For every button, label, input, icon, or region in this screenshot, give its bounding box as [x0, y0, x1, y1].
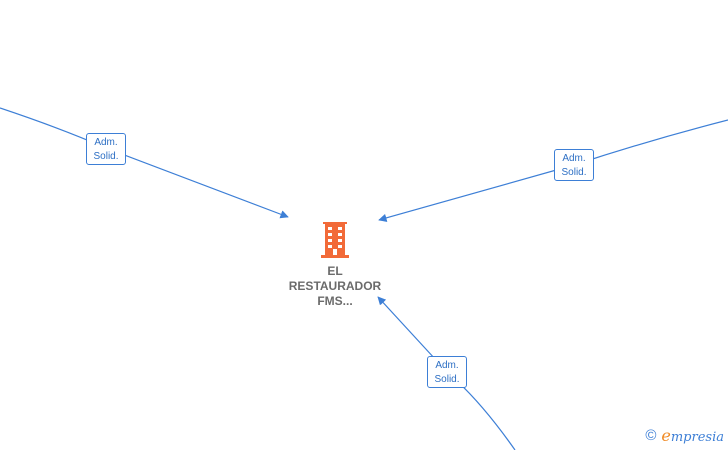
brand-logo[interactable]: empresia	[661, 426, 724, 445]
relation-label-bottom: Adm. Solid.	[427, 356, 467, 388]
relation-type: Solid.	[561, 167, 587, 178]
footer-brand: © empresia	[645, 426, 724, 445]
brand-logo-e: e	[661, 426, 671, 445]
company-name[interactable]: EL RESTAURADOR FMS...	[288, 264, 382, 308]
copyright-symbol: ©	[645, 427, 657, 444]
relation-type: Solid.	[93, 151, 119, 162]
edge-left	[0, 107, 289, 219]
relation-label-left: Adm. Solid.	[86, 133, 126, 165]
building-icon	[321, 222, 349, 258]
relation-label-right: Adm. Solid.	[554, 149, 594, 181]
relation-role: Adm.	[435, 360, 459, 371]
relation-role: Adm.	[94, 137, 118, 148]
relation-type: Solid.	[434, 374, 460, 385]
relation-role: Adm.	[562, 153, 586, 164]
company-node[interactable]: EL RESTAURADOR FMS...	[280, 222, 390, 309]
brand-logo-rest: mpresia	[670, 430, 724, 445]
